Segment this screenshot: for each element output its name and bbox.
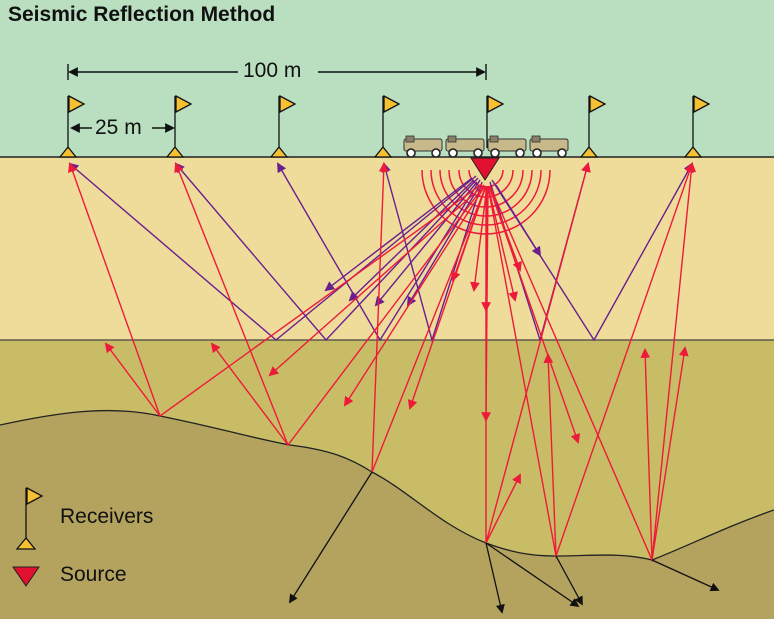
- legend-receiver-icon: [15, 486, 44, 550]
- truck-icon: [403, 135, 443, 158]
- receiver-flag-icon: [579, 94, 607, 158]
- truck-icon: [529, 135, 569, 158]
- page-title: Seismic Reflection Method: [8, 3, 276, 26]
- legend-source-icon: [12, 566, 40, 587]
- legend-receivers-label: Receivers: [60, 505, 154, 528]
- dimension-100m: [67, 64, 487, 80]
- receiver-flag-icon: [58, 94, 86, 158]
- receiver-flag-icon: [269, 94, 297, 158]
- vibroseis-trucks: [403, 135, 569, 158]
- receiver-flag-icon: [683, 94, 711, 158]
- receiver-flag-icon: [486, 94, 505, 148]
- source-triangle-icon: [470, 157, 500, 181]
- dimension-label-25m: 25 m: [95, 116, 142, 139]
- receiver-flag-icon: [165, 94, 193, 158]
- receiver-flags: [58, 94, 711, 158]
- sky-band: [0, 0, 774, 157]
- truck-icon: [445, 135, 485, 158]
- bedrock-layer: [0, 410, 774, 619]
- truck-icon: [487, 135, 527, 158]
- legend-source-label: Source: [60, 563, 127, 586]
- transmitted-rays: [289, 471, 720, 614]
- receiver-flag-icon: [373, 94, 401, 158]
- dimension-label-100m: 100 m: [243, 59, 302, 82]
